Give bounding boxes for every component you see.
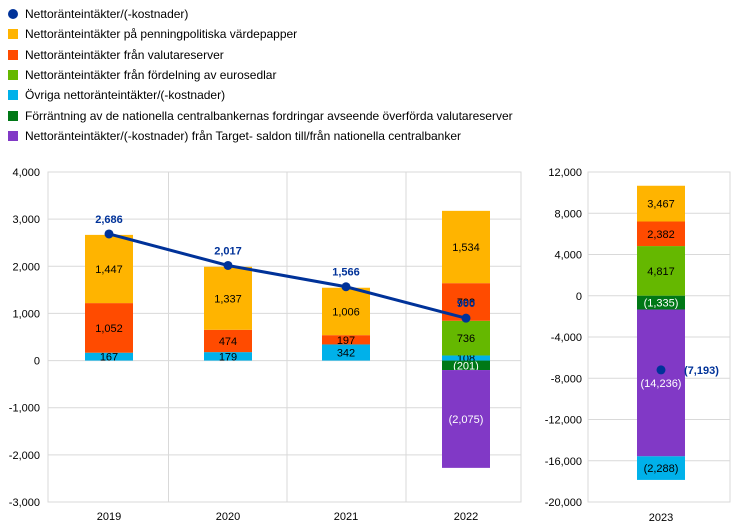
legend-item: Övriga nettoränteintäkter/(-kostnader) bbox=[8, 85, 513, 105]
bar-segment bbox=[442, 370, 490, 468]
legend-label: Förräntning av de nationella centralbank… bbox=[25, 108, 513, 123]
legend-swatch bbox=[8, 70, 18, 81]
y-tick-label: 12,000 bbox=[548, 167, 582, 179]
net-value-label: 900 bbox=[457, 298, 475, 310]
bar-value-label: 342 bbox=[337, 348, 355, 360]
y-tick-label: 4,000 bbox=[12, 167, 40, 179]
bar-value-label: (2,288) bbox=[644, 463, 679, 475]
legend-swatch bbox=[8, 130, 18, 141]
legend-label: Nettoränteintäkter/(-kostnader) från Tar… bbox=[25, 128, 462, 143]
net-line bbox=[108, 232, 467, 320]
bar-value-label: 2,382 bbox=[647, 229, 675, 241]
bar-value-label: 1,534 bbox=[452, 242, 480, 254]
bar-segment bbox=[322, 287, 370, 336]
y-tick-label: 8,000 bbox=[554, 208, 582, 220]
legend-item: Nettoränteintäkter från fördelning av eu… bbox=[8, 65, 513, 85]
bar-segment bbox=[204, 266, 252, 330]
legend-swatch bbox=[8, 49, 18, 60]
x-category-label: 2019 bbox=[97, 511, 121, 523]
legend-item: Nettoränteintäkter från valutareserver bbox=[8, 45, 513, 65]
net-point bbox=[104, 229, 114, 239]
bar-value-label: 798 bbox=[457, 297, 475, 309]
bar-value-label: 197 bbox=[337, 335, 355, 347]
net-value-label: 2,017 bbox=[214, 245, 242, 257]
bar-segment bbox=[637, 309, 685, 457]
chart-legend: Nettoränteintäkter/(-kostnader) Nettoränt… bbox=[8, 4, 513, 146]
legend-swatch bbox=[8, 90, 18, 101]
legend-swatch bbox=[8, 29, 18, 40]
x-category-label: 2022 bbox=[454, 511, 478, 523]
legend-item: Nettoränteintäkter på penningpolitiska v… bbox=[8, 24, 513, 44]
plot-frame bbox=[47, 171, 522, 503]
bar-value-label: (2,075) bbox=[449, 414, 484, 426]
y-tick-label: -3,000 bbox=[9, 497, 40, 509]
bar-segment bbox=[442, 320, 490, 356]
x-category-label: 2021 bbox=[334, 511, 358, 523]
legend-label: Nettoränteintäkter/(-kostnader) bbox=[25, 7, 189, 22]
net-point bbox=[656, 365, 666, 375]
legend-item: Nettoränteintäkter/(-kostnader) bbox=[8, 4, 513, 24]
bar-value-label: 179 bbox=[219, 351, 237, 363]
bar-segment bbox=[442, 210, 490, 284]
y-tick-label: 3,000 bbox=[12, 214, 40, 226]
bar-segment bbox=[204, 352, 252, 361]
bar-segment bbox=[637, 185, 685, 222]
legend-label: Nettoränteintäkter från valutareserver bbox=[25, 47, 224, 62]
y-tick-label: -4,000 bbox=[551, 332, 582, 344]
bar-value-label: 4,817 bbox=[647, 266, 675, 278]
y-tick-label: 4,000 bbox=[554, 250, 582, 262]
legend-label: Nettoränteintäkter på penningpolitiska v… bbox=[25, 27, 298, 42]
net-point bbox=[461, 313, 471, 323]
bar-value-label: (14,236) bbox=[641, 378, 682, 390]
bar-value-label: 1,337 bbox=[214, 293, 242, 305]
net-point bbox=[341, 282, 351, 292]
net-value-label: (7,193) bbox=[684, 365, 719, 377]
bar-segment bbox=[442, 360, 490, 371]
bar-value-label: (1,335) bbox=[644, 298, 679, 310]
y-tick-label: 2,000 bbox=[12, 261, 40, 273]
legend-swatch bbox=[8, 9, 18, 20]
bar-segment bbox=[637, 456, 685, 480]
bar-value-label: 736 bbox=[457, 333, 475, 345]
y-tick-label: -2,000 bbox=[9, 450, 40, 462]
y-tick-label: -8,000 bbox=[551, 373, 582, 385]
bar-value-label: 1,447 bbox=[95, 264, 123, 276]
bar-value-label: 167 bbox=[100, 352, 118, 364]
y-tick-label: -1,000 bbox=[9, 403, 40, 415]
legend-label: Nettoränteintäkter från fördelning av eu… bbox=[25, 68, 277, 83]
x-category-label: 2020 bbox=[216, 511, 240, 523]
net-value-label: 1,566 bbox=[332, 267, 360, 279]
legend-item: Nettoränteintäkter/(-kostnader) från Tar… bbox=[8, 126, 513, 146]
bar-segment bbox=[637, 295, 685, 310]
bar-value-label: 1,052 bbox=[95, 323, 123, 335]
legend-swatch bbox=[8, 110, 18, 121]
net-value-label: 2,686 bbox=[95, 214, 123, 226]
bar-segment bbox=[322, 335, 370, 345]
bar-segment bbox=[85, 234, 133, 304]
y-tick-label: -16,000 bbox=[545, 456, 582, 468]
bar-segment bbox=[204, 329, 252, 353]
y-tick-label: -12,000 bbox=[545, 415, 582, 427]
bar-value-label: 1,006 bbox=[332, 306, 360, 318]
bar-segment bbox=[85, 303, 133, 353]
bar-segment bbox=[442, 355, 490, 361]
net-point bbox=[223, 260, 233, 270]
y-tick-label: -20,000 bbox=[545, 497, 582, 509]
bar-segment bbox=[637, 246, 685, 296]
y-tick-label: 0 bbox=[34, 356, 40, 368]
bar-segment bbox=[85, 352, 133, 361]
legend-label: Övriga nettoränteintäkter/(-kostnader) bbox=[25, 88, 226, 103]
bar-value-label: 3,467 bbox=[647, 199, 675, 211]
legend-item: Förräntning av de nationella centralbank… bbox=[8, 105, 513, 125]
y-tick-label: 1,000 bbox=[12, 308, 40, 320]
bar-value-label: 474 bbox=[219, 336, 237, 348]
bar-segment bbox=[637, 221, 685, 247]
bar-segment bbox=[322, 344, 370, 361]
x-category-label: 2023 bbox=[649, 512, 673, 524]
bar-value-label: (201) bbox=[453, 360, 479, 372]
y-tick-label: 0 bbox=[576, 291, 582, 303]
